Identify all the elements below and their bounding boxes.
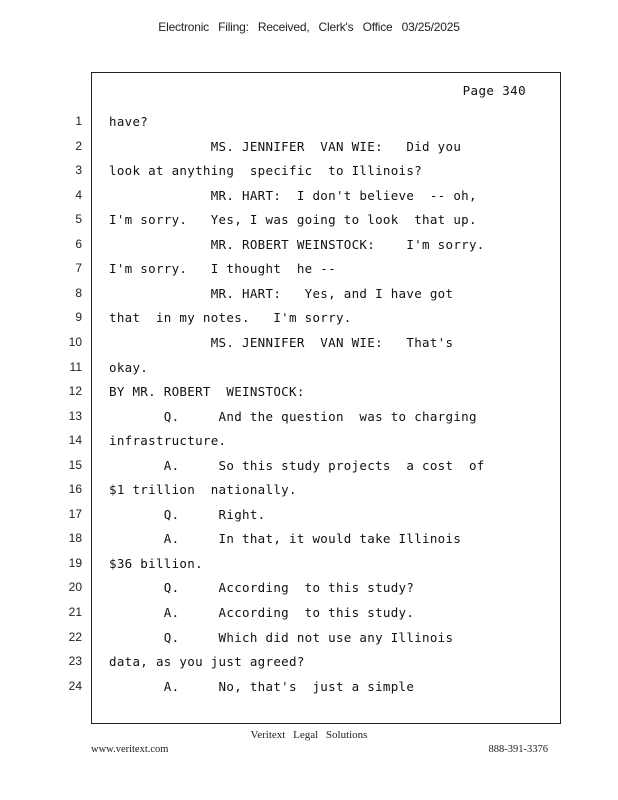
transcript-line: Q. Which did not use any Illinois — [109, 630, 454, 645]
transcript-line: I'm sorry. I thought he -- — [109, 261, 336, 276]
transcript-line: have? — [109, 114, 149, 129]
page-number: Page 340 — [462, 83, 526, 98]
line-number: 15 — [68, 458, 82, 472]
line-number: 21 — [68, 605, 82, 619]
transcript-line: infrastructure. — [109, 433, 227, 448]
line-number: 2 — [75, 139, 82, 153]
line-number: 24 — [68, 679, 82, 693]
transcript-line: MS. JENNIFER VAN WIE: That's — [109, 335, 454, 350]
transcript-line: A. So this study projects a cost of — [109, 458, 485, 473]
transcript-line: look at anything specific to Illinois? — [109, 163, 423, 178]
line-number: 8 — [75, 286, 82, 300]
line-number: 6 — [75, 237, 82, 251]
transcript-line: A. According to this study. — [109, 605, 415, 620]
transcript-line: $36 billion. — [109, 556, 203, 571]
footer-company: Veritext Legal Solutions — [250, 729, 368, 741]
line-number: 19 — [68, 556, 82, 570]
transcript-page: Page 340 — [91, 72, 561, 724]
transcript-line: $1 trillion nationally. — [109, 482, 297, 497]
footer-website: www.veritext.com — [91, 744, 169, 755]
line-number: 1 — [75, 114, 82, 128]
line-number: 11 — [69, 360, 82, 374]
line-number: 4 — [75, 188, 82, 202]
line-number: 22 — [68, 630, 82, 644]
transcript-line: MR. ROBERT WEINSTOCK: I'm sorry. — [109, 237, 485, 252]
line-number: 20 — [68, 580, 82, 594]
line-number: 17 — [68, 507, 82, 521]
line-number: 7 — [75, 261, 82, 275]
transcript-line: Q. According to this study? — [109, 580, 415, 595]
line-number: 3 — [75, 163, 82, 177]
line-number: 12 — [68, 384, 82, 398]
transcript-line: A. No, that's just a simple — [109, 679, 415, 694]
line-number: 18 — [68, 531, 82, 545]
transcript-line: A. In that, it would take Illinois — [109, 531, 462, 546]
transcript-line: BY MR. ROBERT WEINSTOCK: — [109, 384, 305, 399]
transcript-line: data, as you just agreed? — [109, 654, 305, 669]
line-number: 10 — [68, 335, 82, 349]
transcript-line: MS. JENNIFER VAN WIE: Did you — [109, 139, 462, 154]
line-number: 16 — [68, 482, 82, 496]
filing-header: Electronic Filing: Received, Clerk's Off… — [158, 20, 460, 34]
line-number: 9 — [75, 310, 82, 324]
line-number: 23 — [68, 654, 82, 668]
transcript-line: MR. HART: Yes, and I have got — [109, 286, 454, 301]
transcript-line: that in my notes. I'm sorry. — [109, 310, 352, 325]
transcript-line: okay. — [109, 360, 149, 375]
transcript-line: Q. And the question was to charging — [109, 409, 477, 424]
line-number: 5 — [75, 212, 82, 226]
line-number: 13 — [68, 409, 82, 423]
transcript-line: I'm sorry. Yes, I was going to look that… — [109, 212, 477, 227]
transcript-line: Q. Right. — [109, 507, 266, 522]
transcript-line: MR. HART: I don't believe -- oh, — [109, 188, 477, 203]
footer-phone: 888-391-3376 — [488, 744, 549, 755]
line-number: 14 — [68, 433, 82, 447]
